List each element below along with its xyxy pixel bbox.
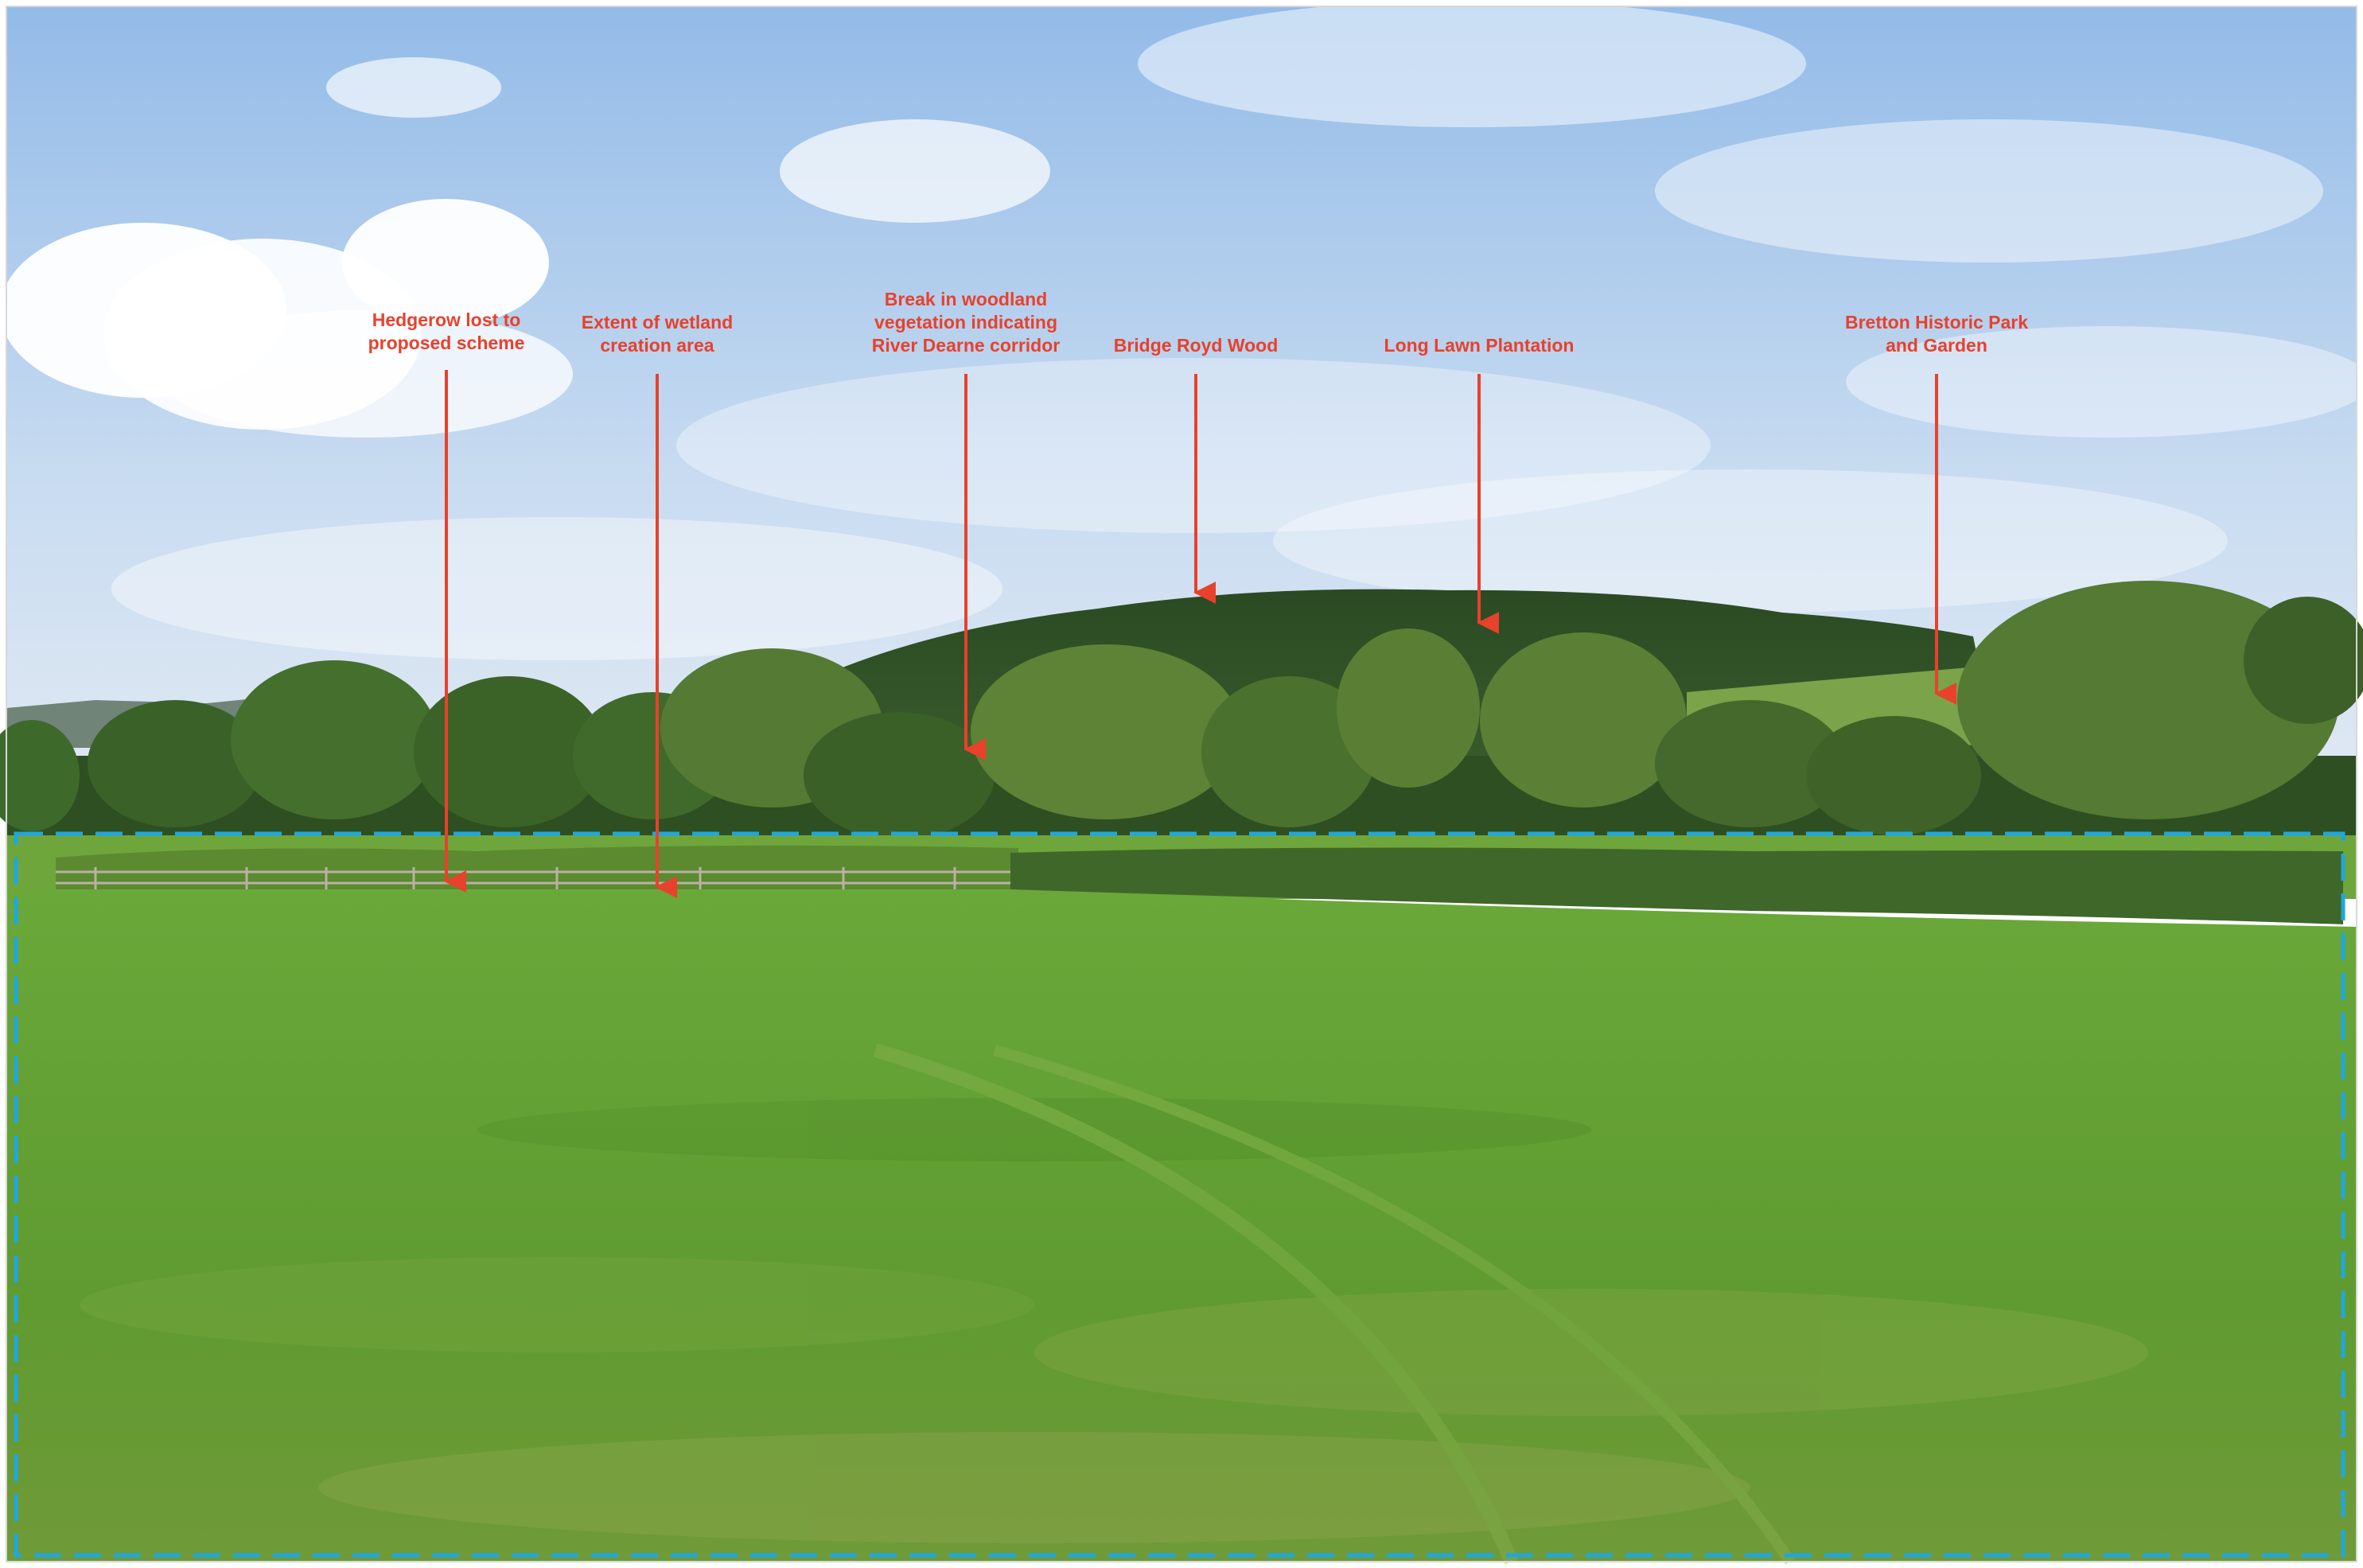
tree-line: [0, 581, 2363, 839]
annotation-arrows: [444, 370, 1957, 898]
clouds: [0, 0, 2363, 660]
fence: [56, 867, 1010, 889]
annotation-bretton: Bretton Historic Park and Garden: [1844, 312, 2029, 356]
annotation-wetland: Extent of wetland creation area: [581, 312, 734, 356]
hedgerow: [56, 845, 2343, 924]
annotation-break: Break in woodland vegetation indicating …: [871, 289, 1061, 356]
site-boundary: [14, 831, 2345, 1558]
annotation-hedgerow: Hedgerow lost to proposed scheme: [368, 309, 525, 353]
annotation-long-lawn: Long Lawn Plantation: [1384, 335, 1575, 356]
photo-frame: [6, 6, 2357, 1562]
annotation-bridge-royd: Bridge Royd Wood: [1113, 335, 1279, 356]
foreground-meadow: [6, 889, 2357, 1562]
meadow-texture: [80, 1043, 2148, 1565]
